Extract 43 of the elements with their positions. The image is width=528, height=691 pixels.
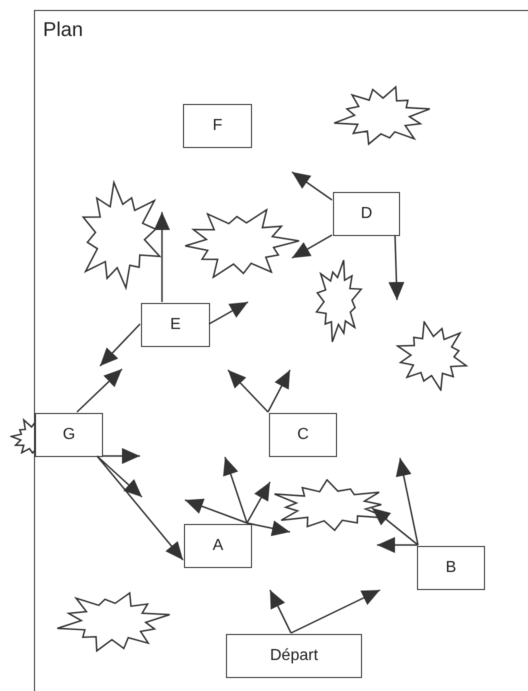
process-box <box>333 192 400 236</box>
process-box <box>35 413 103 457</box>
arrow <box>269 590 292 634</box>
arrow <box>99 323 141 367</box>
arrow <box>246 520 290 536</box>
starburst-shape <box>394 321 471 391</box>
process-box <box>141 303 210 347</box>
box-label: B <box>446 559 456 577</box>
box-label: G <box>62 426 76 444</box>
frame <box>34 10 528 691</box>
process-box <box>184 524 252 568</box>
box-label: C <box>297 426 309 444</box>
arrow <box>292 171 332 201</box>
arrow <box>377 537 418 553</box>
arrow <box>184 498 248 524</box>
process-box <box>269 413 337 457</box>
arrow <box>96 455 142 498</box>
arrow <box>76 368 123 413</box>
arrow <box>96 456 184 560</box>
process-box <box>226 634 362 678</box>
arrow <box>388 234 404 300</box>
process-box <box>417 546 485 590</box>
arrow <box>290 589 380 634</box>
arrow <box>267 370 291 412</box>
arrow <box>227 369 269 413</box>
box-label: F <box>212 117 222 135</box>
starburst-shape <box>56 589 171 654</box>
arrow <box>246 482 271 524</box>
box-label: Départ <box>270 647 318 665</box>
process-box <box>183 104 252 148</box>
starburst-shape <box>313 259 363 343</box>
arrow <box>396 458 419 546</box>
box-label: E <box>170 316 181 334</box>
arrow <box>154 212 170 302</box>
arrow <box>372 507 418 546</box>
box-label: D <box>360 205 372 223</box>
starburst-shape <box>333 84 431 148</box>
arrow <box>102 448 140 464</box>
arrow <box>223 456 248 524</box>
arrow <box>208 301 248 325</box>
frame-title: Plan <box>43 19 84 42</box>
arrow <box>292 234 332 259</box>
box-label: A <box>212 537 224 555</box>
